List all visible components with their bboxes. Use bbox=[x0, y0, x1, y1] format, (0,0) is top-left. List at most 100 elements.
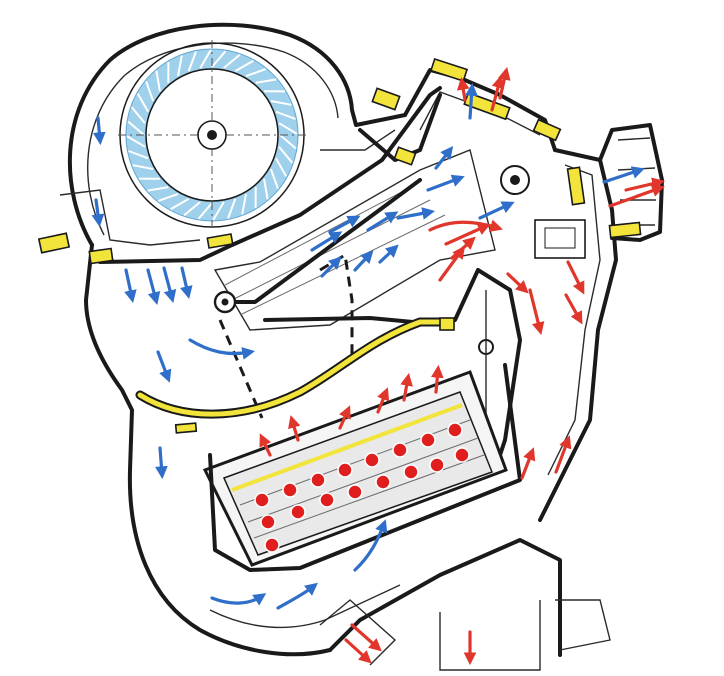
hot-air-arrow bbox=[428, 219, 503, 232]
hot-air-arrow bbox=[350, 623, 382, 652]
heater-tube bbox=[375, 474, 391, 490]
blower-blade bbox=[275, 157, 288, 177]
heater-tubes bbox=[254, 422, 470, 553]
blower-blade bbox=[212, 201, 225, 221]
cold-air-arrow bbox=[188, 338, 256, 360]
blower-blade bbox=[130, 106, 146, 124]
side-bracket bbox=[555, 599, 611, 651]
mixing-chamber bbox=[453, 268, 522, 472]
right-wall-inner bbox=[547, 164, 601, 476]
heater-tube bbox=[282, 482, 298, 498]
blower-blade bbox=[278, 122, 298, 135]
hot-air-arrow bbox=[490, 75, 505, 112]
heater-seal bbox=[137, 319, 453, 417]
cold-air-arrow bbox=[434, 145, 454, 170]
seals bbox=[37, 58, 642, 434]
hot-air-arrow bbox=[400, 372, 413, 402]
hot-air-arrow bbox=[566, 260, 585, 295]
cold-air-arrow bbox=[146, 268, 161, 305]
floor-duct bbox=[328, 538, 562, 657]
blower-volute bbox=[67, 22, 407, 247]
cold-air-arrow bbox=[465, 82, 478, 120]
hot-air-arrow bbox=[498, 67, 511, 100]
hot-air-arrow bbox=[450, 236, 476, 260]
evaporator-frame bbox=[213, 149, 496, 331]
cold-air-arrow bbox=[162, 266, 177, 303]
blower-blade bbox=[157, 192, 179, 202]
housing-right-wall bbox=[538, 148, 618, 522]
cold-air-arrow bbox=[156, 350, 172, 383]
blower-blade bbox=[255, 78, 277, 84]
blower-blade bbox=[197, 202, 213, 220]
heater-tube bbox=[454, 447, 470, 463]
blower-blade bbox=[132, 164, 154, 170]
heater-tube bbox=[337, 462, 353, 478]
blower-blade bbox=[278, 146, 294, 164]
cold-air-arrow bbox=[276, 582, 318, 610]
hot-air-arrow bbox=[344, 638, 372, 664]
heater-core bbox=[202, 363, 522, 572]
blower-blade bbox=[170, 198, 190, 211]
hot-air-arrow bbox=[259, 433, 272, 457]
blower-blade bbox=[136, 93, 149, 113]
cold-air-arrows bbox=[91, 82, 645, 610]
blower-wheel bbox=[118, 40, 306, 230]
hot-air-arrow bbox=[528, 288, 545, 335]
hot-air-arrows bbox=[259, 67, 665, 666]
hot-air-arrow bbox=[624, 177, 665, 192]
blower-blade bbox=[177, 55, 183, 77]
cold-air-arrow bbox=[310, 231, 343, 252]
blower-blade bbox=[245, 68, 267, 78]
blend-door bbox=[218, 319, 264, 419]
cold-air-arrow bbox=[396, 207, 436, 220]
hot-air-arrow bbox=[438, 245, 466, 282]
cold-air-arrow bbox=[320, 256, 342, 278]
heater-tube bbox=[319, 492, 335, 508]
cold-air-arrow bbox=[180, 266, 193, 299]
hot-air-arrow bbox=[288, 415, 301, 442]
hot-air-arrow bbox=[456, 76, 470, 102]
heater-tube bbox=[290, 504, 306, 520]
heater-tube bbox=[364, 452, 380, 468]
hot-air-arrow bbox=[520, 447, 536, 480]
blower-blade bbox=[241, 193, 247, 215]
heater-tube bbox=[429, 457, 445, 473]
actuator-block bbox=[534, 219, 586, 259]
heater-tube bbox=[310, 472, 326, 488]
blower-blade bbox=[145, 80, 155, 102]
blower-blade bbox=[155, 70, 161, 92]
heater-tube bbox=[347, 484, 363, 500]
cold-air-arrow bbox=[328, 215, 361, 234]
hot-air-arrow bbox=[506, 272, 529, 294]
cold-air-arrow bbox=[366, 211, 399, 232]
blower-blade bbox=[279, 134, 297, 150]
hot-air-arrow bbox=[430, 364, 444, 394]
cold-air-arrow bbox=[353, 519, 388, 572]
heater-tube bbox=[403, 464, 419, 480]
blower-blade bbox=[234, 59, 254, 72]
cold-air-arrow bbox=[353, 250, 374, 272]
blend-door-alt bbox=[319, 252, 354, 360]
hot-air-arrow bbox=[564, 293, 583, 325]
blower-volute-inner bbox=[87, 42, 339, 236]
blower-blade bbox=[263, 178, 269, 200]
heater-tube bbox=[264, 537, 280, 553]
floor-outlet-right bbox=[439, 600, 541, 671]
blower-blade bbox=[183, 201, 201, 217]
blower-blade bbox=[199, 49, 212, 69]
blower-blade bbox=[275, 110, 296, 120]
blower-blade bbox=[127, 120, 145, 136]
hot-air-arrow bbox=[444, 223, 491, 246]
internal-ducting bbox=[59, 86, 611, 671]
cold-air-arrow bbox=[124, 268, 137, 304]
cold-air-arrow bbox=[210, 593, 267, 606]
cold-air-arrow bbox=[602, 166, 645, 184]
blower-blade bbox=[126, 135, 146, 148]
cold-air-arrow bbox=[92, 116, 106, 146]
hot-air-arrow bbox=[608, 184, 665, 208]
heater-core-housing bbox=[208, 363, 522, 572]
floor-outlet-left bbox=[319, 599, 397, 666]
panel-vent-louver bbox=[617, 137, 656, 226]
